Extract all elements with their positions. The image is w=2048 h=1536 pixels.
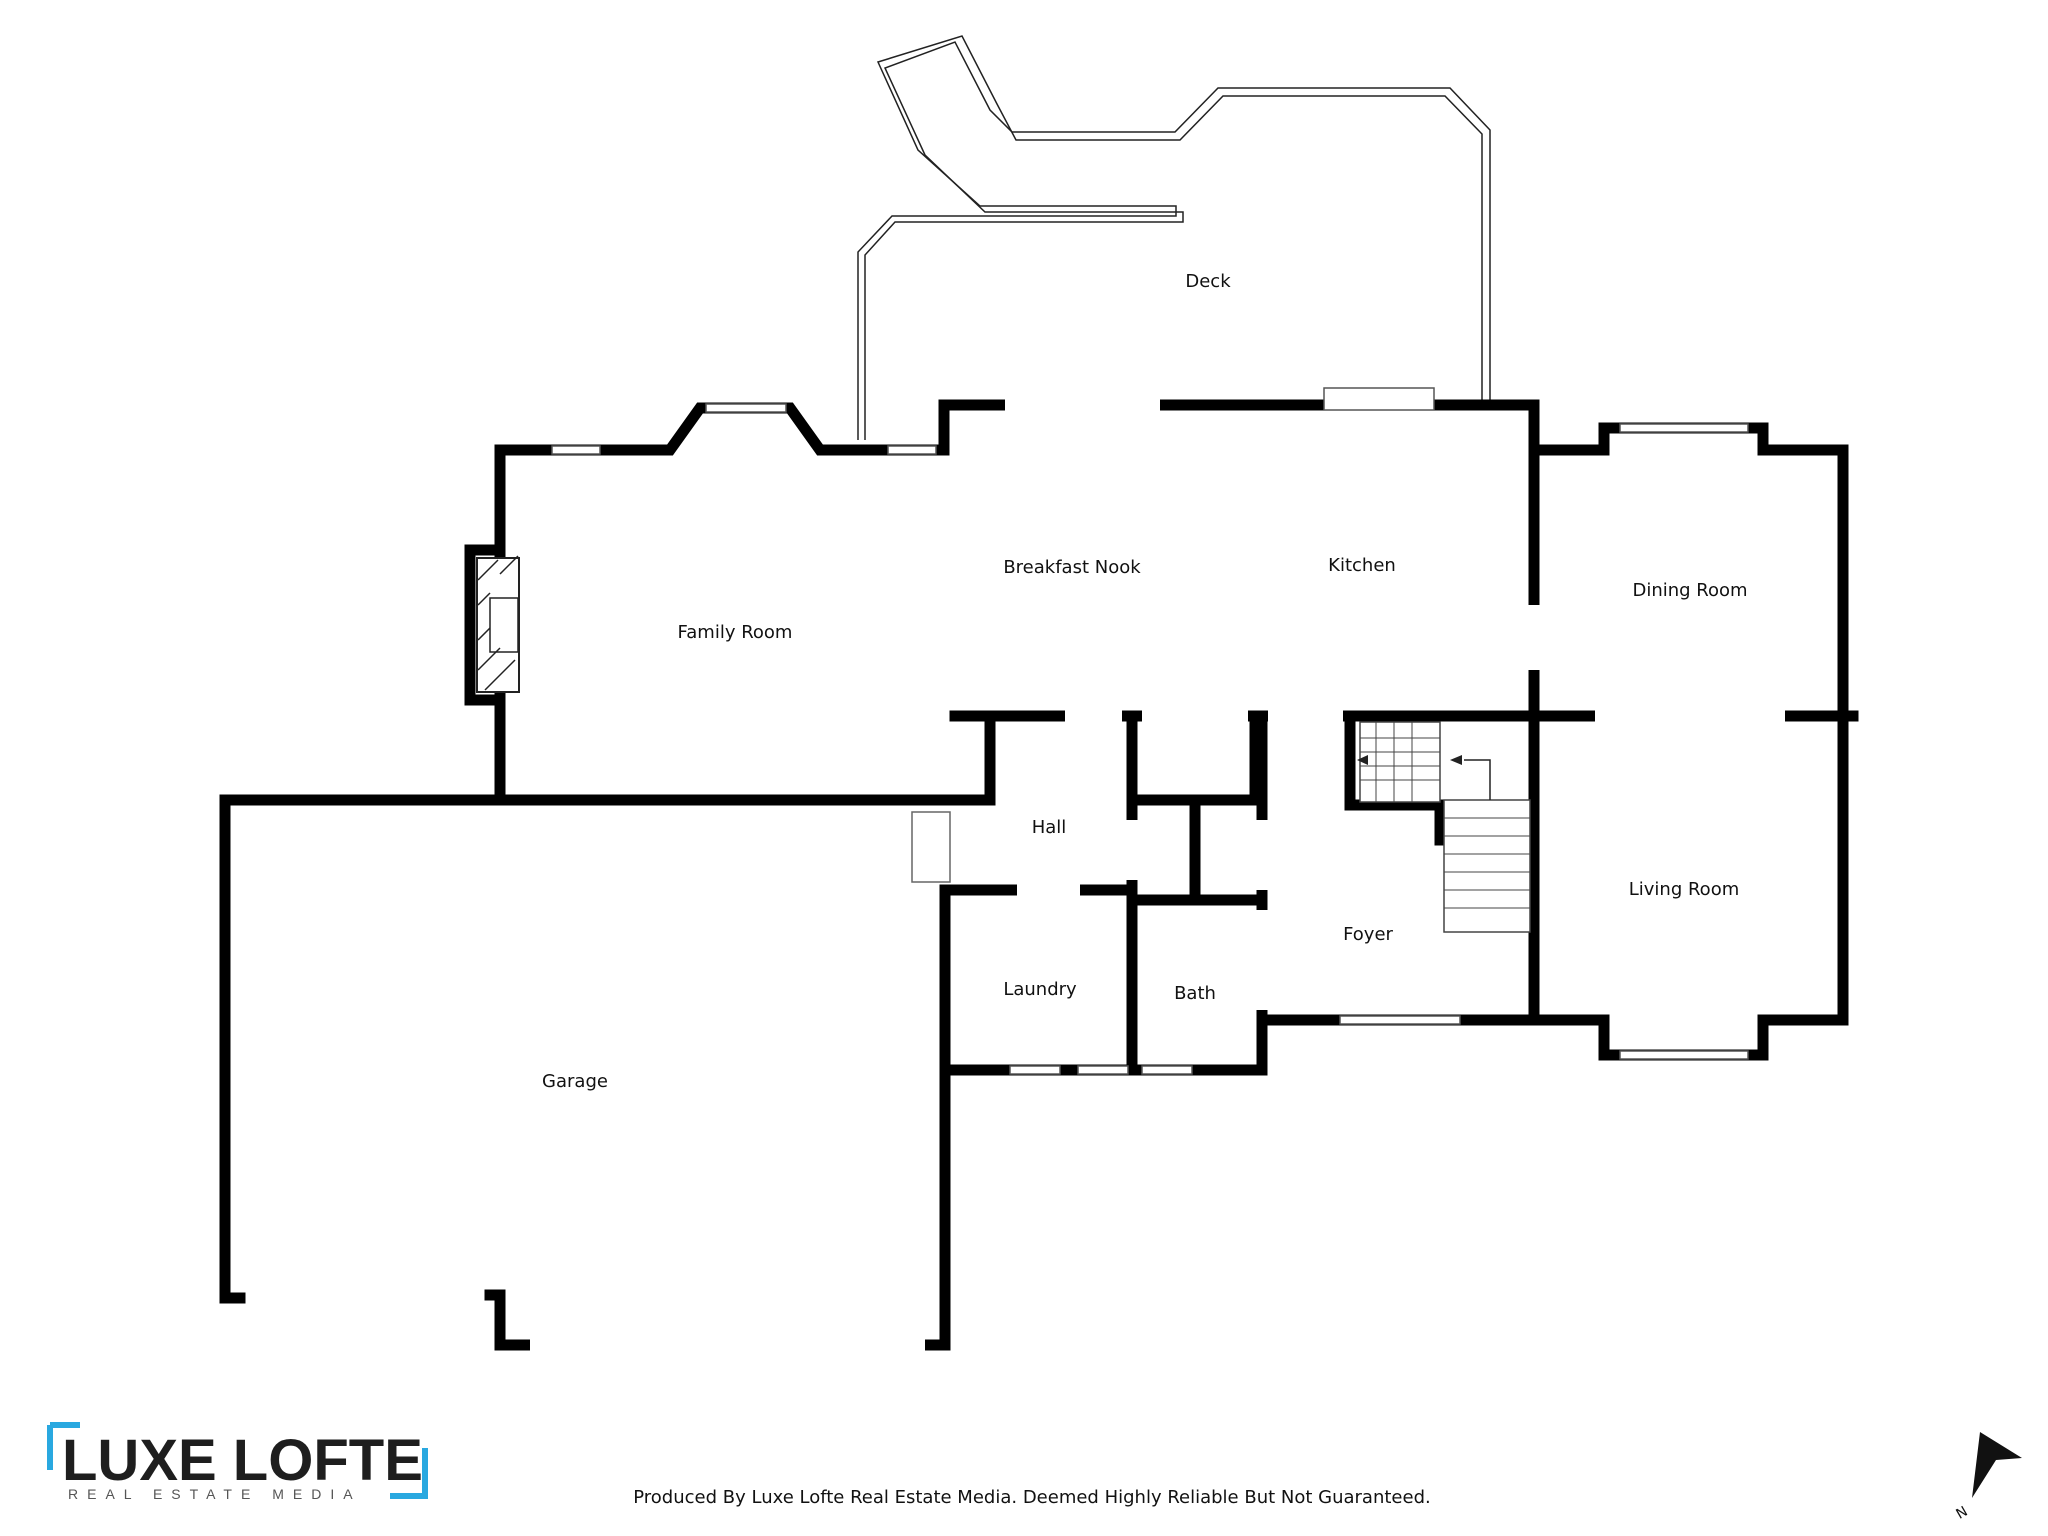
footer-disclaimer: Produced By Luxe Lofte Real Estate Media…: [633, 1487, 1430, 1508]
room-label-breakfast-nook: Breakfast Nook: [1003, 557, 1141, 578]
room-label-laundry: Laundry: [1003, 979, 1077, 1000]
north-arrow-icon: N: [1954, 1432, 2022, 1523]
logo-main-text: LUXE LOFTE: [62, 1428, 423, 1493]
windows: [551, 387, 1749, 1075]
brand-logo: LUXE LOFTE REAL ESTATE MEDIA: [47, 1422, 428, 1502]
deck-outline: [857, 35, 1491, 440]
room-label-deck: Deck: [1185, 271, 1231, 292]
staircase: [1357, 721, 1531, 933]
room-label-hall: Hall: [1032, 817, 1067, 838]
room-label-family-room: Family Room: [678, 622, 793, 643]
hall-closet: [911, 811, 951, 883]
room-label-foyer: Foyer: [1343, 924, 1393, 945]
room-label-living-room: Living Room: [1629, 879, 1740, 900]
openings: [530, 398, 1785, 1352]
room-label-dining-room: Dining Room: [1632, 580, 1747, 601]
room-label-kitchen: Kitchen: [1328, 555, 1396, 576]
logo-sub-text: REAL ESTATE MEDIA: [68, 1486, 362, 1502]
compass-label: N: [1954, 1504, 1971, 1523]
walls: [219, 399, 1859, 1351]
fireplace: [476, 555, 520, 693]
room-label-garage: Garage: [542, 1071, 608, 1092]
room-label-bath: Bath: [1174, 983, 1216, 1004]
